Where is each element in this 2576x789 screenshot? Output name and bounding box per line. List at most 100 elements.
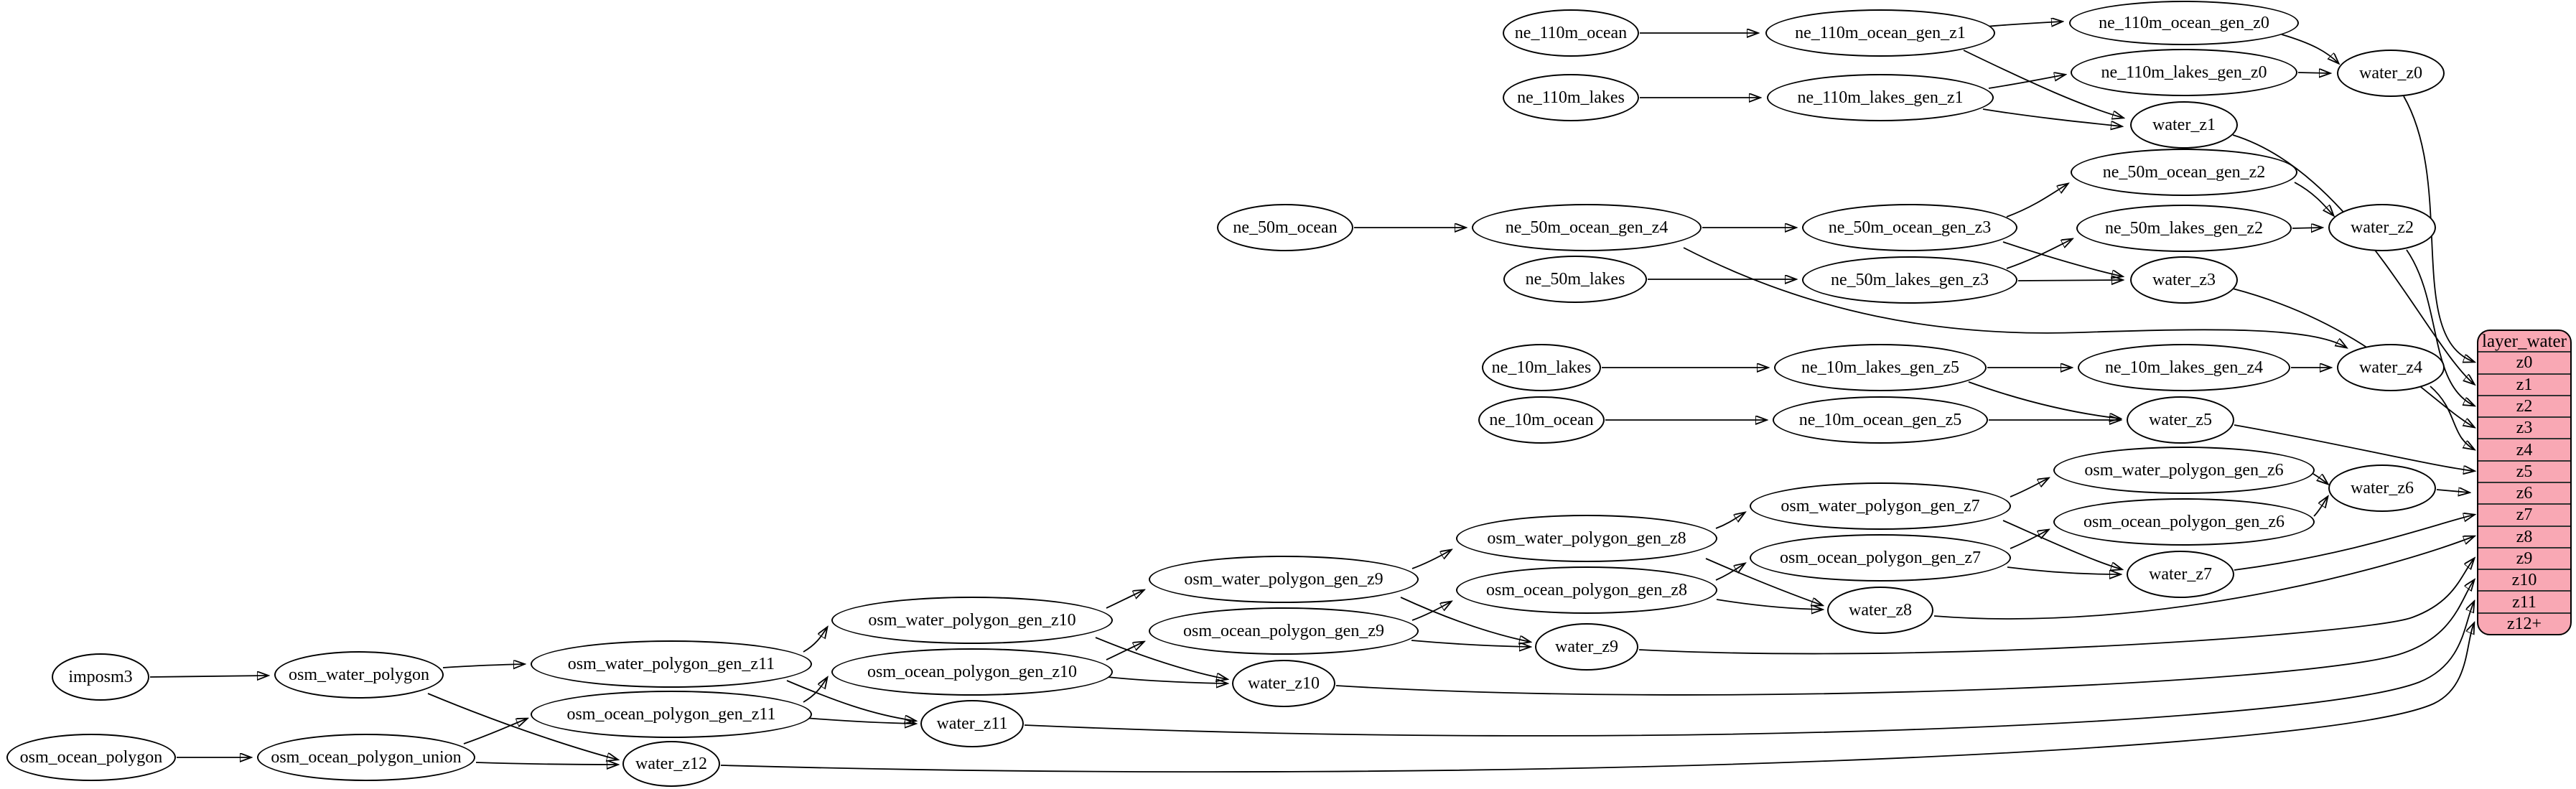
layer-water-row-z12plus: z12+: [2478, 612, 2570, 634]
node-osm-ocean-polygon-gen-z8: osm_ocean_polygon_gen_z8: [1456, 566, 1717, 614]
edge-water_z1-to-layer-z1: [2232, 134, 2474, 384]
node-ne-50m-lakes-gen-z3: ne_50m_lakes_gen_z3: [1802, 256, 2017, 304]
edge-osm_ocean_polygon_gen_z9-to-water_z9: [1411, 640, 1530, 647]
edge-ne_110m_ocean_gen_z1-to-water_z1: [1963, 50, 2123, 118]
edge-osm_water_polygon_gen_z8-to-osm_water_polygon_gen_z7: [1715, 513, 1745, 529]
node-water-z8: water_z8: [1827, 587, 1933, 634]
edge-osm_water_polygon-to-osm_water_polygon_gen_z11: [442, 664, 524, 668]
node-ne-10m-ocean-gen-z5: ne_10m_ocean_gen_z5: [1773, 396, 1988, 444]
edge-osm_water_polygon_gen_z10-to-water_z10: [1095, 637, 1227, 679]
layer-water-row-z8: z8: [2478, 525, 2570, 547]
layer-water-table-title: layer_water: [2482, 331, 2567, 351]
node-ne-110m-ocean-gen-z0: ne_110m_ocean_gen_z0: [2069, 1, 2299, 45]
node-ne-50m-ocean: ne_50m_ocean: [1217, 204, 1353, 251]
edge-ne_110m_ocean_gen_z0-to-water_z0: [2281, 34, 2338, 63]
node-osm-ocean-polygon-gen-z7: osm_ocean_polygon_gen_z7: [1750, 534, 2011, 582]
edge-osm_water_polygon_gen_z9-to-water_z9: [1400, 597, 1530, 642]
node-water-z7: water_z7: [2127, 551, 2234, 598]
node-ne-50m-ocean-gen-z4: ne_50m_ocean_gen_z4: [1472, 204, 1702, 251]
layer-water-row-z7: z7: [2478, 503, 2570, 525]
node-osm-ocean-polygon: osm_ocean_polygon: [6, 734, 176, 781]
node-osm-ocean-polygon-gen-z11: osm_ocean_polygon_gen_z11: [531, 691, 812, 738]
node-imposm3: imposm3: [52, 653, 149, 701]
edge-osm_ocean_polygon_gen_z8-to-osm_ocean_polygon_gen_z7: [1715, 564, 1745, 581]
edge-ne_50m_ocean_gen_z3-to-ne_50m_ocean_gen_z2: [2006, 184, 2068, 218]
edge-osm_ocean_polygon_gen_z10-to-osm_ocean_polygon_gen_z9: [1106, 642, 1144, 660]
layer-water-row-z6: z6: [2478, 481, 2570, 503]
node-water-z11: water_z11: [920, 700, 1024, 747]
layer-water-row-z11: z11: [2478, 590, 2570, 612]
node-ne-110m-ocean-gen-z1: ne_110m_ocean_gen_z1: [1765, 9, 1995, 57]
node-water-z12: water_z12: [622, 741, 720, 787]
node-ne-110m-lakes-gen-z1: ne_110m_lakes_gen_z1: [1767, 74, 1994, 121]
edge-osm_ocean_polygon_gen_z11-to-osm_ocean_polygon_gen_z10: [803, 678, 827, 703]
layer-water-row-z0: z0: [2478, 351, 2570, 373]
edge-ne_50m_lakes_gen_z3-to-ne_50m_lakes_gen_z2: [2006, 239, 2072, 269]
edge-ne_50m_ocean_gen_z3-to-water_z3: [2002, 241, 2122, 276]
node-osm-water-polygon-gen-z6: osm_water_polygon_gen_z6: [2053, 447, 2315, 494]
node-water-z1: water_z1: [2130, 101, 2238, 149]
edge-water_z8-to-layer-z8: [1933, 536, 2474, 620]
node-water-z2: water_z2: [2328, 204, 2436, 251]
edge-osm_ocean_polygon_gen_z9-to-osm_ocean_polygon_gen_z8: [1411, 602, 1451, 621]
edge-osm_ocean_polygon_gen_z10-to-water_z10: [1106, 676, 1227, 683]
node-ne-10m-lakes-gen-z5: ne_10m_lakes_gen_z5: [1774, 344, 1987, 391]
edge-water_z4-to-layer-z4: [2430, 386, 2474, 449]
edge-osm_ocean_polygon_gen_z7-to-water_z7: [2007, 566, 2120, 574]
node-water-z3: water_z3: [2130, 256, 2238, 304]
node-osm-water-polygon-gen-z7: osm_water_polygon_gen_z7: [1750, 482, 2011, 530]
edge-water_z9-to-layer-z9: [1638, 559, 2474, 655]
layer-water-table: layer_water z0 z1 z2 z3 z4 z5 z6 z7 z8 z…: [2477, 330, 2572, 635]
edge-osm_water_polygon_gen_z7-to-water_z7: [2002, 520, 2122, 569]
edge-water_z6-to-layer-z6: [2436, 490, 2469, 492]
node-ne-10m-lakes: ne_10m_lakes: [1482, 344, 1601, 391]
layer-water-row-z2: z2: [2478, 394, 2570, 416]
node-water-z4: water_z4: [2337, 344, 2445, 391]
layer-water-row-z9: z9: [2478, 546, 2570, 569]
edge-osm_water_polygon_gen_z6-to-water_z6: [2313, 473, 2328, 484]
edge-water_z12-to-layer-z12plus: [720, 623, 2474, 773]
layer-water-row-z4: z4: [2478, 438, 2570, 459]
node-ne-110m-lakes-gen-z0: ne_110m_lakes_gen_z0: [2071, 49, 2297, 96]
node-water-z9: water_z9: [1535, 623, 1638, 671]
edge-ne_110m_lakes_gen_z1-to-ne_110m_lakes_gen_z0: [1988, 75, 2065, 89]
edge-water_z11-to-layer-z11: [1024, 602, 2474, 737]
node-osm-water-polygon-gen-z8: osm_water_polygon_gen_z8: [1456, 515, 1717, 562]
node-ne-110m-lakes: ne_110m_lakes: [1503, 74, 1639, 121]
layer-water-row-z1: z1: [2478, 373, 2570, 395]
edge-osm_ocean_polygon_gen_z11-to-water_z11: [804, 717, 915, 724]
node-water-z0: water_z0: [2337, 50, 2445, 97]
edge-ne_110m_lakes_gen_z1-to-water_z1: [1982, 108, 2122, 126]
node-ne-10m-lakes-gen-z4: ne_10m_lakes_gen_z4: [2078, 344, 2290, 391]
node-ne-10m-ocean: ne_10m_ocean: [1478, 396, 1605, 444]
edge-osm_water_polygon_gen_z7-to-osm_water_polygon_gen_z6: [2010, 478, 2048, 498]
edge-osm_ocean_polygon_gen_z6-to-water_z6: [2313, 497, 2328, 517]
edge-osm_water_polygon_gen_z10-to-osm_water_polygon_gen_z9: [1106, 590, 1144, 609]
layer-water-row-z5: z5: [2478, 459, 2570, 482]
node-osm-water-polygon-gen-z9: osm_water_polygon_gen_z9: [1149, 556, 1419, 603]
node-ne-50m-lakes: ne_50m_lakes: [1503, 256, 1647, 303]
edge-ne_50m_ocean_gen_z4-to-water_z4: [1683, 247, 2346, 347]
edge-ne_110m_ocean_gen_z1-to-ne_110m_ocean_gen_z0: [1985, 22, 2062, 27]
edge-osm_ocean_polygon_gen_z7-to-osm_ocean_polygon_gen_z6: [2010, 530, 2048, 549]
node-water-z5: water_z5: [2127, 396, 2234, 444]
layer-water-row-z3: z3: [2478, 416, 2570, 438]
edge-ne_50m_ocean_gen_z2-to-water_z2: [2294, 182, 2333, 215]
edge-ne_10m_lakes_gen_z5-to-water_z5: [1968, 381, 2120, 419]
edge-imposm3-to-osm_water_polygon: [149, 676, 268, 677]
edge-osm_water_polygon_gen_z8-to-water_z8: [1705, 558, 1822, 605]
node-osm-water-polygon-gen-z11: osm_water_polygon_gen_z11: [531, 640, 812, 688]
node-osm-ocean-polygon-gen-z9: osm_ocean_polygon_gen_z9: [1149, 607, 1419, 655]
node-ne-110m-ocean: ne_110m_ocean: [1503, 9, 1639, 57]
edge-water_z0-to-layer-z0: [2403, 95, 2474, 362]
edge-osm_water_polygon_gen_z11-to-osm_water_polygon_gen_z10: [803, 627, 827, 653]
node-ne-50m-lakes-gen-z2: ne_50m_lakes_gen_z2: [2076, 205, 2292, 252]
node-water-z10: water_z10: [1232, 660, 1335, 707]
node-water-z6: water_z6: [2328, 464, 2436, 512]
node-osm-ocean-polygon-gen-z10: osm_ocean_polygon_gen_z10: [831, 648, 1113, 696]
node-osm-ocean-polygon-union: osm_ocean_polygon_union: [257, 734, 475, 781]
edge-water_z10-to-layer-z10: [1335, 580, 2474, 696]
edge-osm_water_polygon_gen_z9-to-osm_water_polygon_gen_z8: [1411, 550, 1451, 569]
